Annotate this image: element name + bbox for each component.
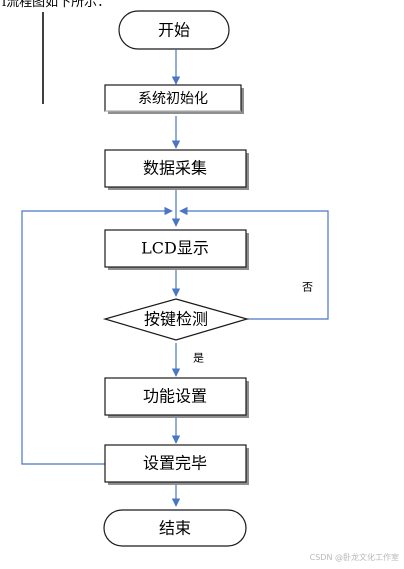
set-done-label: 设置完毕 <box>143 454 207 473</box>
start-label: 开始 <box>158 21 190 40</box>
start-node: 开始 <box>118 10 230 50</box>
end-label: 结束 <box>159 519 191 538</box>
end-node: 结束 <box>103 509 247 547</box>
yes-branch-label: 是 <box>193 352 204 365</box>
edge-setdone-loopback <box>21 206 173 465</box>
edge-keycheck-no-loopback <box>179 206 329 320</box>
start-shape <box>118 10 230 50</box>
display-shape <box>104 229 247 268</box>
set-done-node: 设置完毕 <box>104 444 249 485</box>
set-done-shape <box>104 444 247 483</box>
display-node: LCD显示 <box>104 229 249 270</box>
collect-node: 数据采集 <box>104 149 249 190</box>
func-set-shape <box>104 377 247 416</box>
func-set-node: 功能设置 <box>104 377 249 418</box>
connectors <box>21 50 329 507</box>
collect-shape <box>104 149 247 188</box>
init-label: 系统初始化 <box>138 90 208 107</box>
display-label: LCD显示 <box>141 239 209 258</box>
func-set-label: 功能设置 <box>143 387 207 406</box>
init-node: 系统初始化 <box>104 84 244 114</box>
collect-label: 数据采集 <box>143 159 207 178</box>
key-check-label: 按键检测 <box>144 310 208 329</box>
cut-caption: l流程图如下所示： <box>2 0 110 10</box>
key-check-shape <box>102 298 250 341</box>
end-shape <box>103 509 247 547</box>
key-check-node: 按键检测 <box>102 298 250 341</box>
watermark: CSDN @卧龙文化工作室 <box>310 552 399 562</box>
no-branch-label: 否 <box>302 281 313 294</box>
